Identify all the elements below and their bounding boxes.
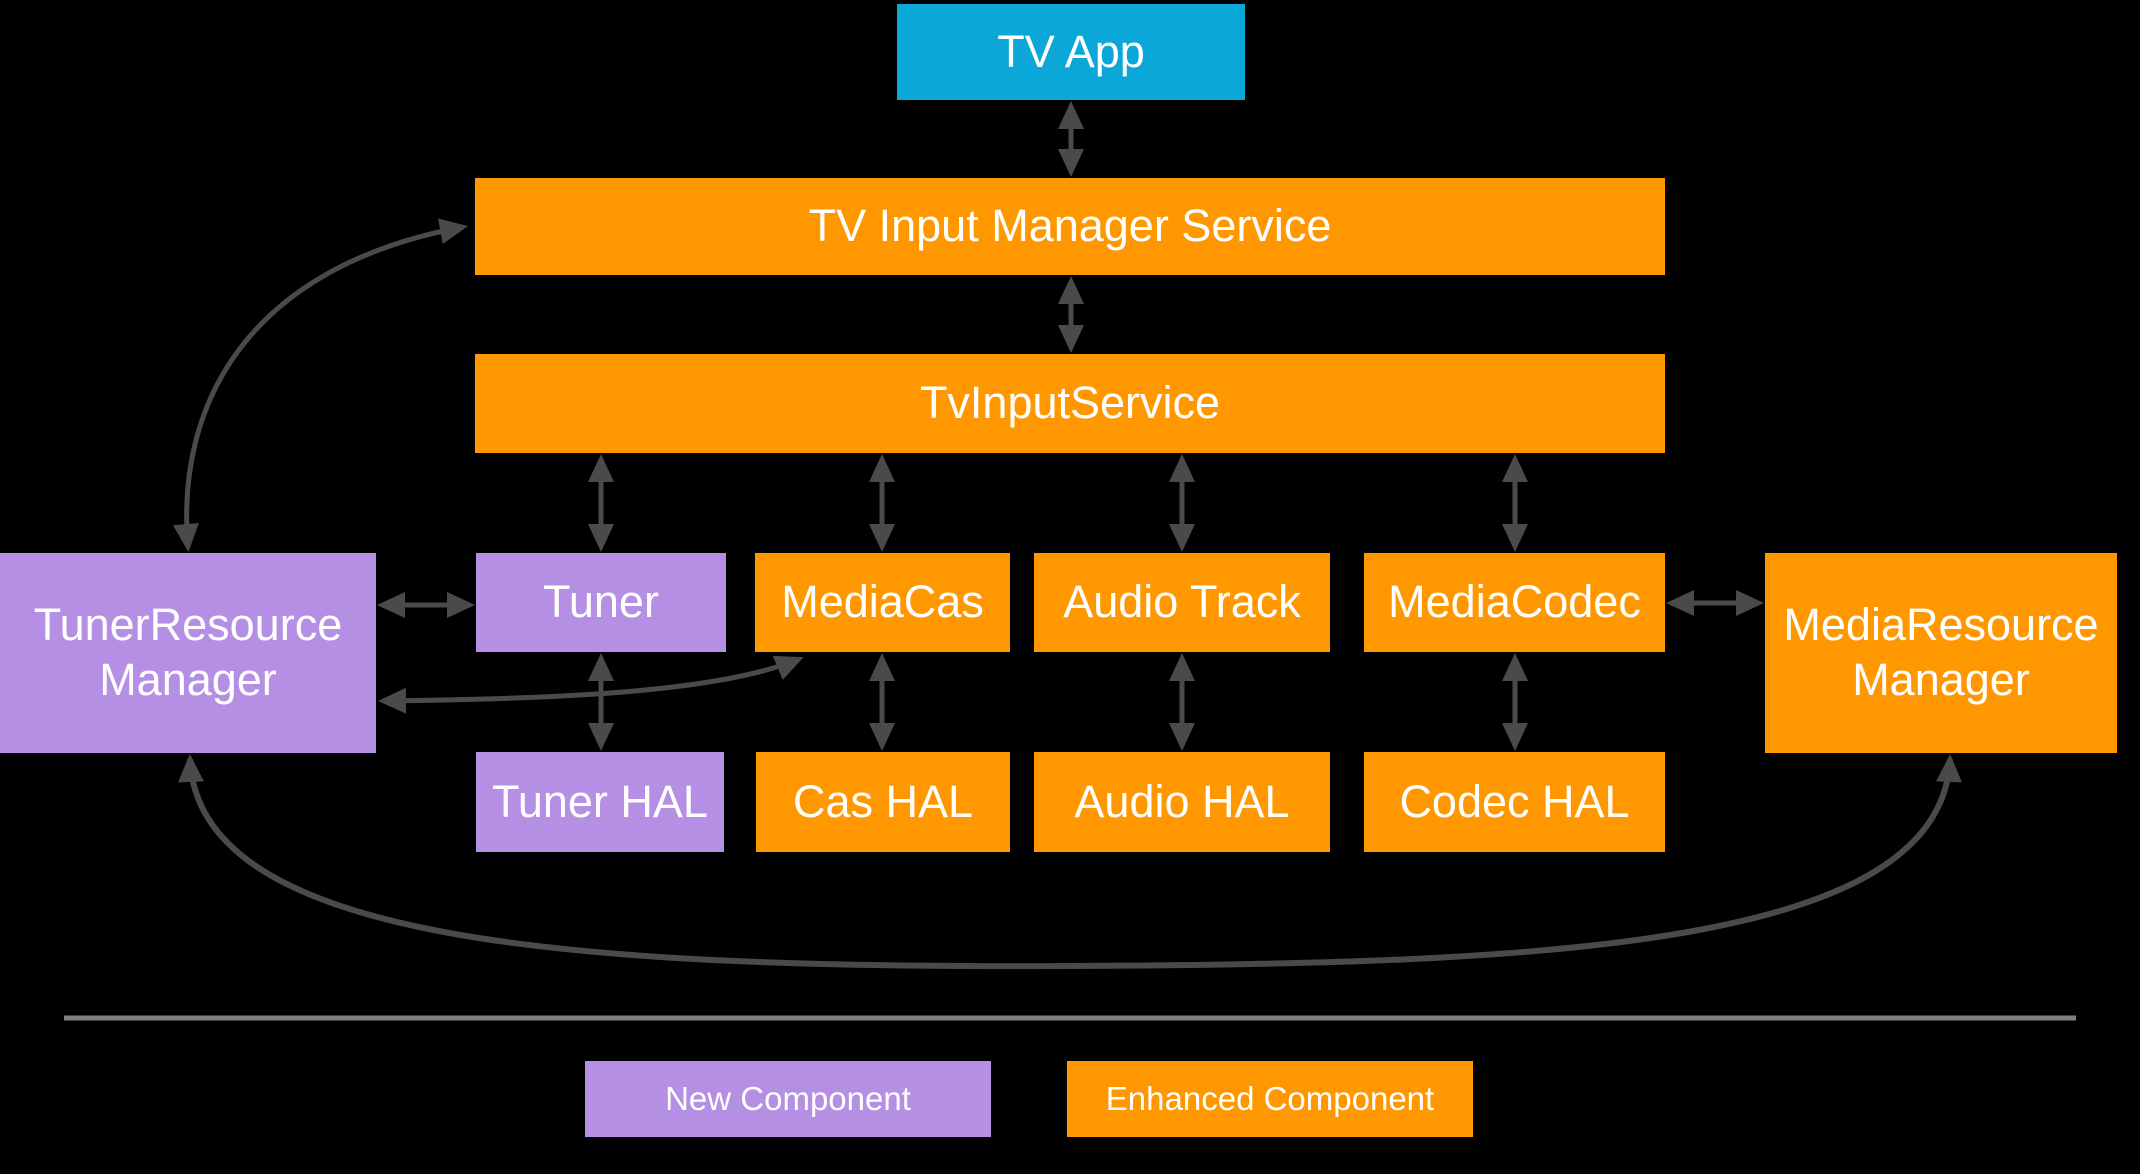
node-tuner-resource-manager: TunerResource Manager (0, 553, 376, 753)
node-media-codec-label: MediaCodec (1388, 576, 1641, 628)
node-tv-input-manager-service-label: TV Input Manager Service (808, 200, 1332, 252)
node-codec-hal-label: Codec HAL (1399, 775, 1630, 827)
node-tuner-hal-label: Tuner HAL (492, 775, 708, 827)
node-tv-input-manager-service: TV Input Manager Service (475, 178, 1665, 275)
legend-new-component: New Component (585, 1061, 991, 1137)
node-tuner: Tuner (476, 553, 726, 652)
arrow-trm-mrm-curve (178, 754, 1962, 970)
legend-enhanced-component-label: Enhanced Component (1105, 1080, 1435, 1117)
node-tv-app: TV App (897, 4, 1245, 100)
node-cas-hal: Cas HAL (756, 752, 1010, 852)
legend-new-component-label: New Component (665, 1080, 911, 1117)
node-codec-hal: Codec HAL (1364, 752, 1665, 852)
node-tv-app-label: TV App (997, 25, 1145, 77)
node-tuner-resource-manager-label: TunerResource Manager (33, 599, 343, 705)
node-audio-hal-label: Audio HAL (1074, 775, 1290, 827)
arrow-trm-tvims-curve (173, 218, 468, 552)
node-media-resource-manager-label: MediaResource Manager (1783, 599, 2099, 705)
node-tv-input-service-label: TvInputService (919, 377, 1221, 429)
node-cas-hal-label: Cas HAL (792, 775, 974, 827)
arrow-trm-mediacas-curve (378, 655, 804, 714)
node-audio-track-label: Audio Track (1063, 576, 1301, 628)
node-audio-hal: Audio HAL (1034, 752, 1330, 852)
node-tv-input-service: TvInputService (475, 354, 1665, 453)
node-media-cas-label: MediaCas (781, 576, 984, 628)
node-media-resource-manager: MediaResource Manager (1765, 553, 2117, 753)
node-tuner-hal: Tuner HAL (476, 752, 724, 852)
node-audio-track: Audio Track (1034, 553, 1330, 652)
node-tuner-label: Tuner (543, 576, 659, 628)
node-media-codec: MediaCodec (1364, 553, 1665, 652)
node-media-cas: MediaCas (755, 553, 1010, 652)
legend-enhanced-component: Enhanced Component (1067, 1061, 1473, 1137)
